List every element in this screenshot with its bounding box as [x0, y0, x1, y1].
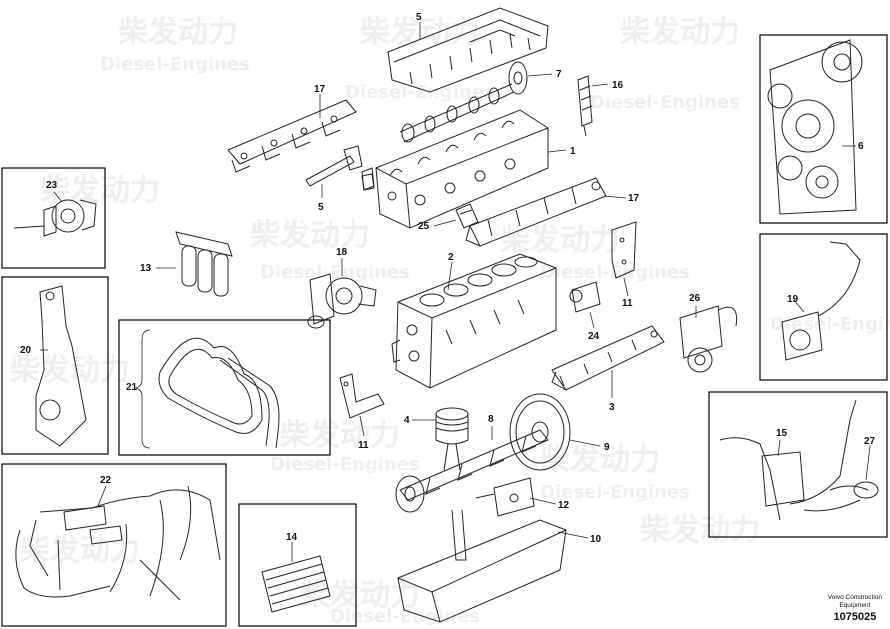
inset-box-belts	[118, 319, 331, 456]
callout-12-oil-pump: 12	[558, 500, 570, 511]
callout-11-pipe-bracket: 11	[358, 440, 369, 451]
watermark-sub: Diesel-Engines	[270, 454, 420, 475]
fuel-filter-drawing	[175, 231, 233, 297]
callout-20-coolant-pipe: 20	[20, 345, 32, 356]
watermark-brand: 柴发动力	[280, 418, 400, 453]
watermark-sub: Diesel-Engines	[330, 606, 480, 627]
piston-drawing	[435, 407, 469, 471]
watermark-sub: Diesel-Engines	[770, 314, 890, 335]
callout-6-timing-gears: 6	[858, 141, 864, 152]
oil-cooler-drawing	[261, 555, 331, 613]
oil-pan-drawing	[397, 509, 567, 623]
callout-1-cylinder-head: 1	[570, 146, 576, 157]
callout-5-valve-cover: 5	[416, 12, 422, 23]
callout-11-bracket: 11	[622, 298, 633, 309]
fuel-lines-drawing	[719, 399, 879, 521]
watermark-sub: Diesel-Engines	[590, 92, 740, 113]
callout-18-turbocharger: 18	[336, 247, 348, 258]
credit-line-1: Volvo Construction	[827, 594, 882, 601]
callout-26-compressor: 26	[689, 293, 701, 304]
callout-17-exhaust-manifold: 17	[628, 193, 640, 204]
watermark-sub: Diesel-Engines	[540, 482, 690, 503]
callout-7-camshaft: 7	[556, 69, 562, 80]
callout-24-starter: 24	[588, 331, 600, 342]
camshaft-drawing	[399, 61, 528, 143]
credit-line-2: Equipment	[839, 602, 871, 609]
callout-13-fuel-filter: 13	[140, 263, 152, 274]
watermark-brand: 柴发动力	[300, 578, 420, 613]
callout-19-pump: 19	[787, 294, 799, 305]
callout-8-connecting-rod: 8	[488, 414, 494, 425]
watermark-brand: 柴发动力	[540, 443, 660, 478]
callout-14-oil-cooler: 14	[286, 532, 298, 543]
callout-9-flywheel: 9	[604, 442, 610, 453]
oil-pump-drawing	[475, 477, 535, 517]
watermark-brand: 柴发动力	[118, 15, 238, 50]
inset-box-wiring-harness	[1, 463, 227, 627]
turbo-actuator-drawing	[13, 199, 97, 237]
engine-block-drawing	[391, 253, 557, 389]
callout-16-injector: 16	[612, 80, 624, 91]
callout-22-wiring-harness: 22	[100, 475, 112, 486]
watermark-sub: Diesel-Engines	[260, 262, 410, 283]
inset-box-oil-cooler	[238, 503, 357, 627]
callout-4-piston: 4	[404, 415, 410, 426]
diagram-code: 1075025	[833, 611, 877, 623]
bracket-drawing	[611, 221, 637, 279]
callout-15-fuel-lines: 15	[776, 428, 788, 439]
turbocharger-drawing	[307, 273, 377, 329]
watermark-brand: 柴发动力	[500, 223, 620, 258]
callout-10-oil-pan: 10	[590, 534, 602, 545]
watermark-brand: 柴发动力	[40, 173, 160, 208]
callout-27-fuel-filter-housing: 27	[864, 436, 876, 447]
flywheel-drawing	[509, 393, 571, 471]
timing-gears-drawing	[767, 39, 863, 215]
callout-5-rocker-shaft: 5	[318, 202, 324, 213]
watermark-layer: 柴发动力 Diesel-Engines 柴发动力 Diesel-Engines …	[10, 15, 890, 627]
watermark-brand: 柴发动力	[620, 15, 740, 50]
watermark-brand: 柴发动力	[640, 513, 760, 548]
callout-2-engine-block: 2	[448, 252, 454, 263]
cylinder-head-drawing	[361, 109, 549, 229]
inset-box-pump	[759, 233, 888, 381]
rocker-arm-assembly-drawing	[227, 99, 357, 173]
callout-21-belts: 21	[126, 382, 138, 393]
watermark-brand: 柴发动力	[250, 218, 370, 253]
leader-lines	[40, 22, 871, 562]
watermark-sub: Diesel-Engines	[345, 82, 495, 103]
injector-drawing	[577, 75, 593, 137]
rocker-shaft-drawing	[305, 145, 375, 191]
publisher-credit: Volvo Construction Equipment 1075025	[828, 594, 882, 623]
callout-17-rocker-arms: 17	[314, 84, 326, 95]
steering-pump-drawing	[781, 241, 861, 361]
coolant-pipe-drawing	[35, 285, 87, 447]
crankshaft-drawing	[395, 429, 549, 513]
inset-box-turbo	[1, 167, 106, 269]
inset-box-fuel-lines	[708, 391, 888, 538]
intake-manifold-drawing	[551, 325, 665, 391]
drive-belts-drawing	[134, 329, 280, 449]
watermark-sub: Diesel-Engines	[100, 54, 250, 75]
wiring-harness-drawing	[15, 485, 221, 601]
sensor-drawing	[455, 203, 479, 229]
air-compressor-drawing	[679, 305, 738, 373]
valve-cover-drawing	[387, 7, 549, 93]
watermark-brand: 柴发动力	[10, 353, 130, 388]
callout-25-sensor: 25	[418, 221, 430, 232]
callout-23-actuator: 23	[46, 180, 58, 191]
callout-labels: 5 7 16 1 17 5 6 17 25 2 13 18 11 24 26 3…	[20, 12, 876, 545]
callout-3-intake-manifold: 3	[609, 402, 615, 413]
starter-motor-drawing	[569, 281, 601, 313]
pipe-bracket-drawing	[339, 373, 385, 419]
inset-box-timing-gears	[759, 34, 888, 224]
inset-box-coolant-pipe	[1, 276, 109, 455]
